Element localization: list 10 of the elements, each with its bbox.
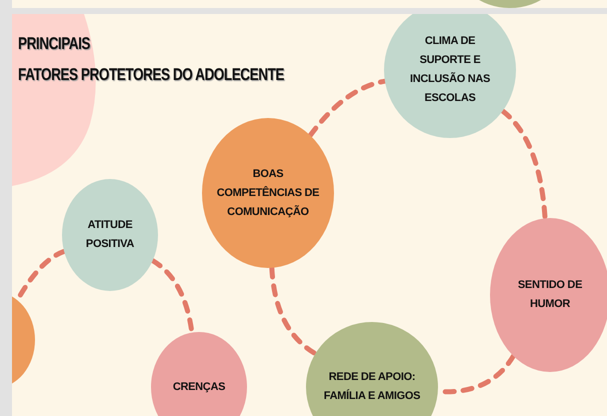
node-label: CLIMA DE SUPORTE E INCLUSÃO NAS ESCOLAS (408, 34, 492, 106)
dashed-connector (500, 108, 548, 221)
node-label: CRENÇAS (172, 380, 226, 394)
node-label: ATITUDE POSITIVA (84, 218, 136, 252)
dashed-connector (308, 78, 388, 138)
node-label: REDE DE APOIO: FAMÍLIA E AMIGOS (322, 370, 422, 404)
dashed-connector (269, 265, 318, 356)
node-label: BOAS COMPETÊNCIAS DE COMUNICAÇÃO (216, 166, 320, 220)
title: PRINCIPAIS FATORES PROTETORES DO ADOLECENTE (18, 33, 285, 86)
node-label: SENTIDO DE HUMOR (516, 278, 584, 312)
